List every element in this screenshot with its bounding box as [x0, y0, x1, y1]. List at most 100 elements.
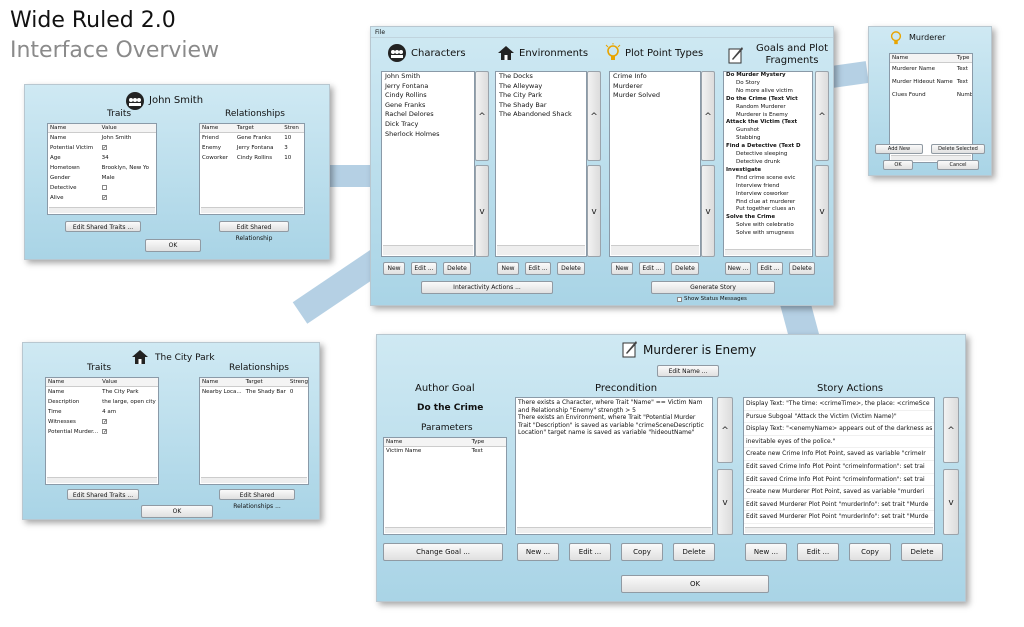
- environments-new-button[interactable]: New: [497, 262, 519, 275]
- column-header[interactable]: Name: [890, 54, 955, 63]
- list-item[interactable]: Murderer: [613, 81, 643, 90]
- scroll-down-button[interactable]: v: [587, 165, 601, 257]
- table-row[interactable]: Clues FoundNumber: [892, 92, 973, 98]
- action-new-button[interactable]: New ...: [745, 543, 787, 561]
- list-item[interactable]: Pursue Subgoal "Attack the Victim (Victi…: [744, 411, 934, 424]
- list-item[interactable]: Edit saved Crime Info Plot Point "crimeI…: [744, 461, 934, 474]
- column-header[interactable]: Value: [99, 124, 156, 133]
- list-item[interactable]: John Smith: [385, 72, 421, 80]
- menu-file[interactable]: File: [375, 29, 386, 36]
- edit-name-button[interactable]: Edit Name ...: [657, 365, 719, 377]
- list-item[interactable]: Edit saved Crime Info Plot Point "crimeI…: [744, 474, 934, 487]
- tree-fragment-node[interactable]: Detective sleeping: [736, 151, 788, 158]
- horizontal-scrollbar[interactable]: [497, 245, 585, 255]
- tree-goal-node[interactable]: Do the Crime (Text Vict: [726, 95, 798, 102]
- action-edit-button[interactable]: Edit ...: [797, 543, 839, 561]
- edit-shared-relationships-button[interactable]: Edit Shared Relationship: [219, 221, 289, 242]
- tree-fragment-node[interactable]: Find crime scene evic: [736, 174, 796, 181]
- plot-types-new-button[interactable]: New: [611, 262, 633, 275]
- column-header[interactable]: Value: [100, 378, 158, 387]
- edit-shared-traits-button[interactable]: Edit Shared Traits ...: [65, 221, 141, 232]
- delete-selected-button[interactable]: Delete Selected: [931, 144, 985, 154]
- characters-edit-button[interactable]: Edit ...: [411, 262, 437, 275]
- checkbox[interactable]: ✓: [101, 144, 107, 151]
- list-item[interactable]: Create new Murderer Plot Point, saved as…: [744, 486, 934, 499]
- scroll-up-button[interactable]: ^: [701, 71, 715, 161]
- horizontal-scrollbar[interactable]: [385, 527, 505, 533]
- environments-list[interactable]: The Docks The Alleyway The City Park The…: [495, 71, 587, 257]
- list-item[interactable]: The Alleyway: [499, 81, 543, 90]
- action-delete-button[interactable]: Delete: [901, 543, 943, 561]
- interactivity-actions-button[interactable]: Interactivity Actions ...: [421, 281, 553, 294]
- horizontal-scrollbar[interactable]: [49, 207, 155, 213]
- list-item[interactable]: Crime Info: [613, 72, 647, 80]
- goals-new-button[interactable]: New ...: [725, 262, 751, 275]
- tree-fragment-node[interactable]: Find clue at murderer: [736, 198, 796, 205]
- horizontal-scrollbar[interactable]: [745, 527, 933, 533]
- tree-fragment-node[interactable]: Random Murderer: [736, 103, 786, 110]
- list-item[interactable]: Gene Franks: [385, 100, 426, 109]
- plot-types-delete-button[interactable]: Delete: [671, 262, 699, 275]
- characters-delete-button[interactable]: Delete: [443, 262, 471, 275]
- column-header[interactable]: Name: [200, 378, 244, 387]
- cancel-button[interactable]: Cancel: [937, 160, 979, 170]
- tree-fragment-node[interactable]: Stabbing: [736, 135, 761, 142]
- generate-story-button[interactable]: Generate Story: [651, 281, 775, 294]
- column-header[interactable]: Stren: [282, 124, 304, 133]
- column-header[interactable]: Target: [243, 378, 288, 387]
- table-row[interactable]: Witnesses✓: [48, 418, 108, 425]
- scroll-up-button[interactable]: ^: [587, 71, 601, 161]
- edit-shared-relationships-button[interactable]: Edit Shared Relationships ...: [219, 489, 295, 510]
- scroll-down-button[interactable]: v: [701, 165, 715, 257]
- scroll-up-button[interactable]: ^: [815, 71, 829, 161]
- list-item[interactable]: The Shady Bar: [499, 100, 547, 109]
- tree-fragment-node[interactable]: No more alive victim: [736, 87, 793, 94]
- add-new-button[interactable]: Add New: [875, 144, 923, 154]
- list-item[interactable]: and Relationship "Enemy" strength > 5: [518, 406, 636, 414]
- goals-delete-button[interactable]: Delete: [789, 262, 815, 275]
- precondition-new-button[interactable]: New ...: [517, 543, 559, 561]
- horizontal-scrollbar[interactable]: [517, 527, 711, 533]
- column-header[interactable]: Type: [954, 54, 972, 63]
- tree-goal-node[interactable]: Investigate: [726, 166, 762, 173]
- horizontal-scrollbar[interactable]: [47, 477, 157, 483]
- scroll-up-button[interactable]: ^: [475, 71, 489, 161]
- precondition-list[interactable]: There exists a Character, where Trait "N…: [515, 397, 713, 535]
- list-item[interactable]: Edit saved Murderer Plot Point "murderIn…: [744, 511, 934, 524]
- tree-goal-node[interactable]: Attack the Victim (Text: [726, 119, 798, 126]
- checkbox[interactable]: ✓: [102, 418, 108, 425]
- list-item[interactable]: Jerry Fontana: [385, 81, 429, 90]
- checkbox[interactable]: [677, 296, 682, 302]
- table-row[interactable]: Potential Murder...✓: [48, 428, 108, 435]
- scroll-up-button[interactable]: ^: [717, 397, 733, 463]
- horizontal-scrollbar[interactable]: [383, 245, 473, 255]
- list-item[interactable]: The City Park: [499, 91, 543, 100]
- column-header[interactable]: Type: [469, 438, 506, 447]
- table-row[interactable]: Alive✓: [50, 194, 107, 201]
- scroll-down-button[interactable]: v: [475, 165, 489, 257]
- relationships-table[interactable]: NameTargetStrengthNearby Loca...The Shad…: [199, 377, 309, 485]
- list-item[interactable]: Trait "Description" is saved as variable…: [518, 421, 704, 429]
- column-header[interactable]: Name: [46, 378, 101, 387]
- column-header[interactable]: Target: [234, 124, 283, 133]
- tree-fragment-node[interactable]: Put together clues an: [736, 206, 795, 213]
- environments-edit-button[interactable]: Edit ...: [525, 262, 551, 275]
- horizontal-scrollbar[interactable]: [611, 245, 699, 255]
- tree-goal-node[interactable]: Find a Detective (Text D: [726, 143, 801, 150]
- tree-fragment-node[interactable]: Solve with celebratio: [736, 222, 794, 229]
- precondition-delete-button[interactable]: Delete: [673, 543, 715, 561]
- tree-fragment-node[interactable]: Gunshot: [736, 127, 760, 134]
